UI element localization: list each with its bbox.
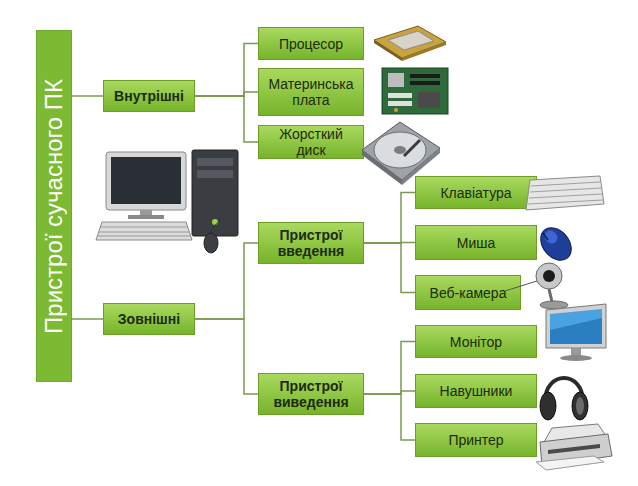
category-box: Пристрої введення bbox=[258, 222, 364, 264]
device-box: Веб-камера bbox=[415, 275, 521, 310]
node-label: Пристрої виведення bbox=[263, 378, 359, 410]
tree-connector bbox=[72, 318, 103, 320]
tree-connector bbox=[195, 319, 258, 394]
node-label: Пристрої сучасного ПК bbox=[46, 79, 62, 334]
tree-connector bbox=[72, 95, 103, 97]
device-box: Жорсткий диск bbox=[258, 125, 364, 159]
webcam-image bbox=[505, 263, 568, 309]
motherboard-image bbox=[382, 68, 448, 114]
device-box: Процесор bbox=[258, 27, 364, 60]
node-label: Монітор bbox=[450, 334, 502, 350]
device-box: Материнська плата bbox=[258, 68, 364, 116]
tree-connector bbox=[364, 342, 415, 395]
node-label: Миша bbox=[457, 235, 496, 251]
tree-connector bbox=[364, 394, 415, 440]
processor-image bbox=[374, 26, 446, 61]
tree-connector bbox=[364, 243, 415, 293]
node-label: Жорсткий диск bbox=[263, 126, 359, 158]
category-box: Зовнішні bbox=[103, 303, 195, 335]
printer-image bbox=[536, 424, 612, 470]
node-label: Пристрої введення bbox=[263, 227, 359, 259]
device-box: Принтер bbox=[415, 423, 537, 457]
node-label: Внутрішні bbox=[114, 88, 184, 104]
keyboard-image bbox=[526, 176, 604, 210]
node-label: Материнська плата bbox=[263, 76, 359, 108]
node-label: Зовнішні bbox=[118, 311, 180, 327]
pc-illustration bbox=[96, 150, 238, 253]
tree-connector bbox=[195, 44, 258, 97]
tree-connector bbox=[195, 243, 258, 319]
device-box: Навушники bbox=[415, 374, 537, 408]
node-label: Веб-камера bbox=[430, 285, 507, 301]
category-box: Внутрішні bbox=[103, 80, 195, 112]
node-label: Навушники bbox=[440, 383, 513, 399]
category-box: Пристрої виведення bbox=[258, 373, 364, 415]
mouse-image bbox=[534, 222, 577, 266]
node-label: Принтер bbox=[448, 432, 503, 448]
hard-disk-image bbox=[362, 122, 440, 185]
title-band: Пристрої сучасного ПК bbox=[36, 30, 72, 382]
headphones-image bbox=[540, 378, 588, 420]
device-box: Миша bbox=[415, 225, 537, 260]
device-box: Клавіатура bbox=[415, 176, 537, 209]
device-box: Монітор bbox=[415, 325, 537, 358]
node-label: Клавіатура bbox=[440, 185, 511, 201]
tree-connector bbox=[195, 96, 258, 142]
monitor-image bbox=[546, 304, 606, 361]
node-label: Процесор bbox=[279, 36, 343, 52]
tree-connector bbox=[364, 193, 415, 244]
